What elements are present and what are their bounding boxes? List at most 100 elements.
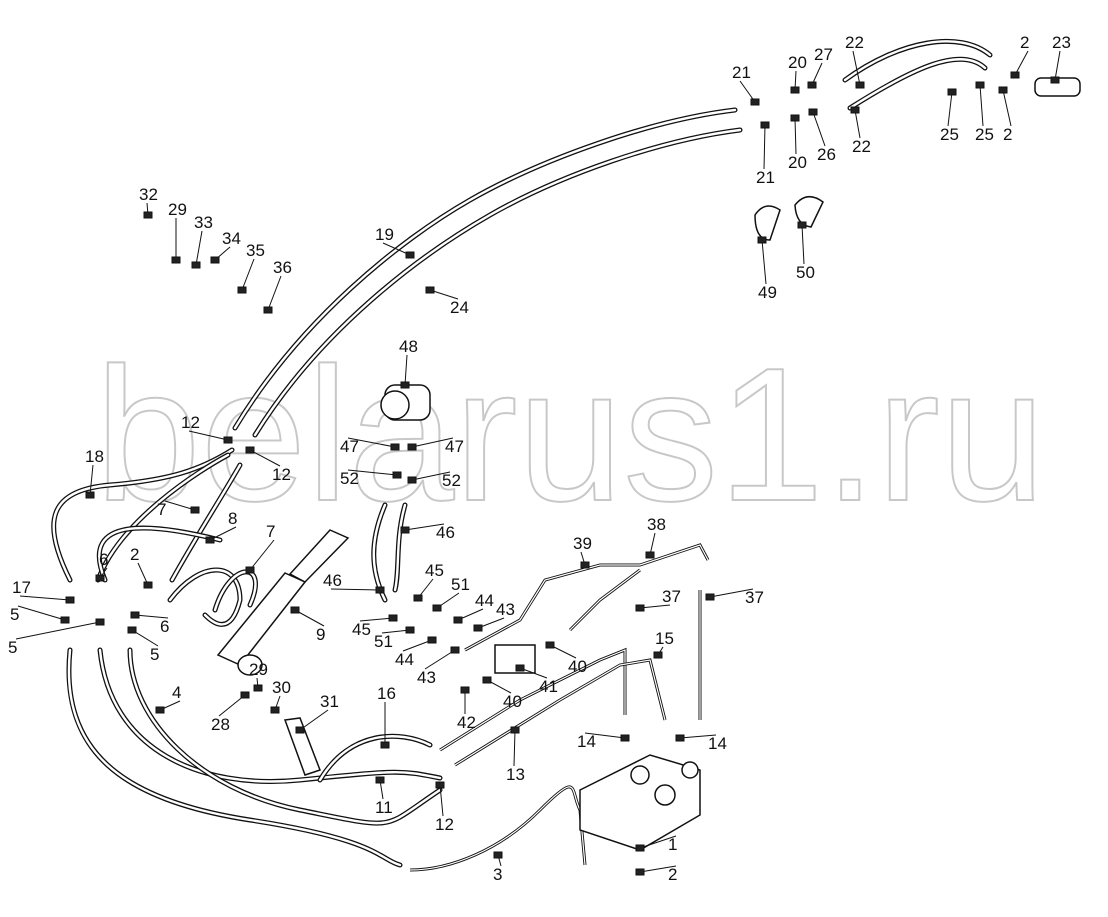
fitting [190, 506, 200, 514]
leader-line [404, 354, 408, 386]
part-label-36: 36 [273, 258, 292, 277]
leader-line [411, 471, 451, 481]
fitting [253, 684, 263, 692]
cylinder-9 [216, 529, 350, 676]
fitting [210, 256, 220, 264]
part-label-19: 19 [375, 225, 394, 244]
pipe-2 [454, 659, 666, 766]
fitting [143, 211, 153, 219]
leader-line [294, 609, 325, 627]
motor-48 [380, 384, 431, 421]
leader-line [411, 437, 454, 448]
part-label-14: 14 [708, 734, 727, 753]
part-label-22: 22 [852, 137, 871, 156]
fitting [460, 686, 470, 694]
part-label-43: 43 [496, 600, 515, 619]
fitting [1050, 76, 1060, 84]
part-label-39: 39 [573, 534, 592, 553]
part-label-32: 32 [139, 185, 158, 204]
hose-11 [393, 503, 407, 592]
leader-line [249, 449, 281, 467]
fitting [400, 526, 410, 534]
part-label-2: 2 [1003, 125, 1012, 144]
fitting [807, 81, 817, 89]
part-label-29: 29 [249, 660, 268, 679]
hose-13 [98, 648, 442, 783]
part-label-12: 12 [272, 465, 291, 484]
part-label-43: 43 [417, 668, 436, 687]
leader-line [429, 289, 459, 300]
leader-line [639, 835, 677, 849]
leader-line [381, 629, 411, 634]
hose-5 [96, 453, 230, 582]
fitting [705, 593, 715, 601]
fitting [975, 81, 985, 89]
part-label-37: 37 [662, 587, 681, 606]
part-label-5: 5 [8, 638, 17, 657]
fitting [245, 446, 255, 454]
leader-line [249, 539, 275, 571]
fitting [510, 726, 520, 734]
fitting [270, 706, 280, 714]
leader-line [854, 109, 861, 139]
fitting [240, 691, 250, 699]
hose-3 [253, 128, 742, 437]
fitting [635, 868, 645, 876]
watermark: belarus1.ru [95, 329, 1046, 541]
part-label-21: 21 [732, 63, 751, 82]
leader-lines [15, 50, 1061, 876]
fitting [95, 618, 105, 626]
part-label-12: 12 [181, 413, 200, 432]
part-label-2: 2 [668, 865, 677, 884]
valve-block-41 [494, 644, 536, 674]
part-label-3: 3 [493, 865, 502, 884]
fitting [60, 616, 70, 624]
fitting [143, 581, 153, 589]
part-label-49: 49 [758, 283, 777, 302]
fitting [427, 636, 437, 644]
part-label-5: 5 [10, 605, 19, 624]
hose-1 [848, 58, 987, 110]
hose-14 [128, 648, 442, 825]
part-label-9: 9 [316, 625, 325, 644]
part-label-23: 23 [1052, 33, 1071, 52]
hose-4 [52, 448, 234, 582]
part-label-20: 20 [788, 53, 807, 72]
part-label-15: 15 [655, 629, 674, 648]
part-label-22: 22 [845, 33, 864, 52]
leader-line [347, 437, 396, 448]
part-label-1: 1 [668, 835, 677, 854]
fitting [635, 604, 645, 612]
leader-line [1002, 89, 1012, 127]
pipe-4 [568, 568, 641, 632]
part-label-42: 42 [457, 713, 476, 732]
leader-line [812, 111, 826, 147]
leader-line [763, 124, 766, 170]
part-label-18: 18 [85, 447, 104, 466]
part-label-26: 26 [817, 145, 836, 164]
leader-line [513, 729, 516, 767]
leader-line [584, 732, 626, 739]
fitting [65, 596, 75, 604]
fitting [850, 106, 860, 114]
part-label-25: 25 [975, 125, 994, 144]
fitting [155, 706, 165, 714]
hose-9 [98, 526, 222, 582]
leader-line [195, 230, 203, 266]
fitting [998, 86, 1008, 94]
leader-line [359, 617, 394, 622]
fitting [290, 606, 300, 614]
fitting [545, 641, 555, 649]
leader-line [639, 865, 677, 873]
fitting [130, 611, 140, 619]
leader-line [241, 258, 255, 291]
part-label-47: 47 [445, 437, 464, 456]
part-label-33: 33 [194, 213, 213, 232]
part-label-11: 11 [375, 798, 393, 817]
hose-12 [67, 648, 402, 867]
fitting [653, 651, 663, 659]
leader-line [347, 469, 398, 476]
fitting [407, 476, 417, 484]
fitting [390, 443, 400, 451]
leader-line [17, 605, 66, 621]
